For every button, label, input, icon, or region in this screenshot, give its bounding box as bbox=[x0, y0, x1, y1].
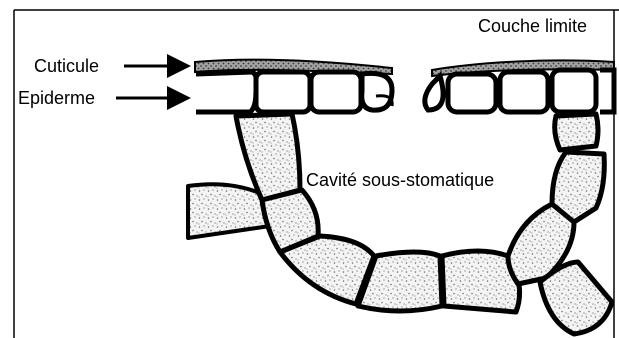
epidermis-cells-left bbox=[196, 72, 392, 112]
cuticle-label: Cuticule bbox=[34, 57, 99, 75]
epidermis-cell bbox=[552, 70, 596, 112]
epidermis-cell bbox=[500, 72, 548, 112]
epidermis-cell bbox=[256, 72, 310, 112]
guard-cell-left bbox=[362, 73, 392, 110]
epidermis-label: Epiderme bbox=[18, 89, 95, 107]
epidermis-cell bbox=[448, 74, 496, 112]
guard-cell-right bbox=[425, 76, 443, 110]
mesophyll-cells bbox=[236, 114, 612, 334]
boundary-layer-label: Couche limite bbox=[478, 17, 587, 35]
substomatal-cavity-label: Cavité sous-stomatique bbox=[306, 171, 494, 189]
epidermis-cells-right bbox=[425, 70, 614, 112]
epidermis-cell bbox=[311, 72, 361, 112]
